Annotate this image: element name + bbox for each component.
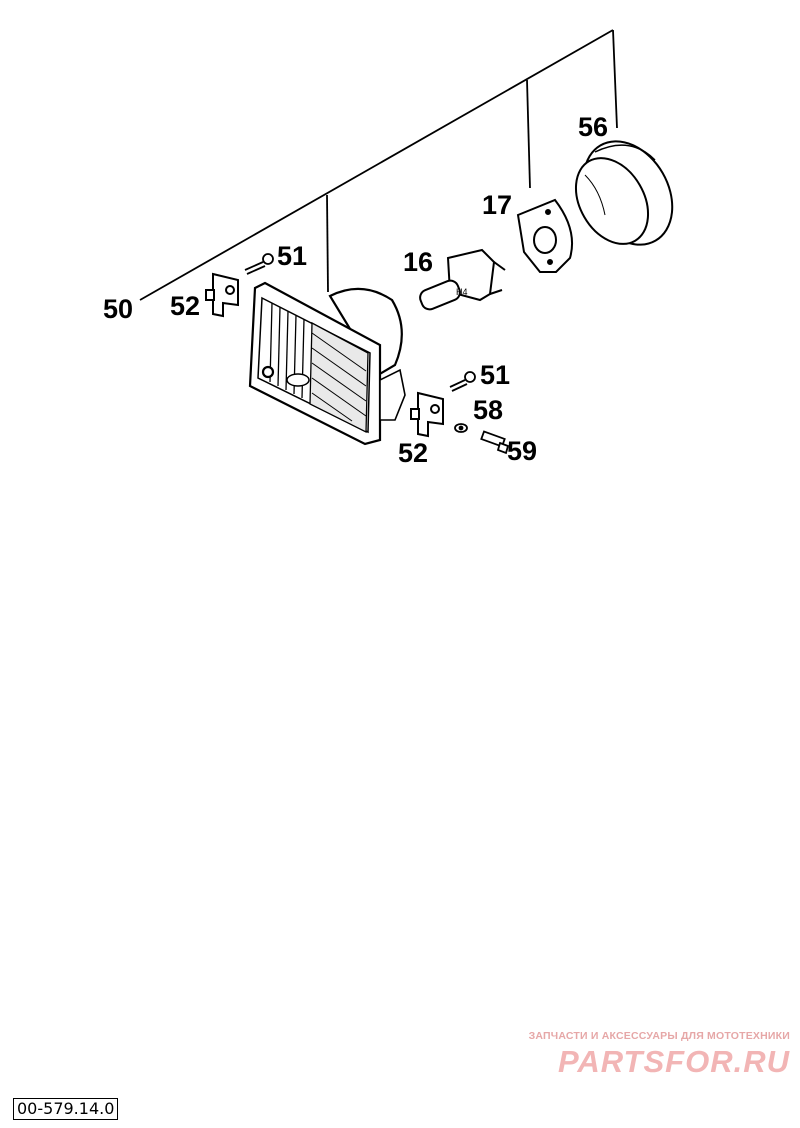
upper-bracket-part bbox=[205, 272, 239, 318]
washer-part bbox=[454, 423, 468, 433]
callout-50: 50 bbox=[103, 294, 133, 324]
bulb-part: H4 bbox=[419, 248, 506, 311]
callout-56: 56 bbox=[578, 112, 608, 142]
callout-59: 59 bbox=[507, 436, 537, 466]
callout-52-upper: 52 bbox=[170, 291, 200, 321]
adjusting-screw-part bbox=[480, 430, 510, 455]
watermark-brand: PARTSFOR.RU bbox=[557, 1044, 790, 1079]
rubber-cap-part bbox=[574, 140, 674, 246]
lower-screw-part bbox=[449, 371, 476, 392]
bulb-holder-ring-part bbox=[516, 198, 574, 273]
callout-17: 17 bbox=[482, 190, 512, 220]
watermark: ЗАПЧАСТИ И АКСЕССУАРЫ ДЛЯ МОТОТЕХНИКИ PA… bbox=[470, 1030, 790, 1080]
headlight-assembly-part bbox=[248, 281, 406, 446]
callout-51-upper: 51 bbox=[277, 241, 307, 271]
callout-labels: 50 51 52 16 17 56 51 58 59 52 bbox=[103, 112, 608, 468]
lower-bracket-part bbox=[410, 391, 444, 438]
upper-screw-part bbox=[244, 253, 274, 275]
callout-58: 58 bbox=[473, 395, 503, 425]
leader-lines bbox=[139, 29, 618, 301]
callout-51-lower: 51 bbox=[480, 360, 510, 390]
drawing-number: 00-579.14.0 bbox=[13, 1098, 119, 1120]
svg-text:H4: H4 bbox=[456, 287, 468, 297]
watermark-tagline: ЗАПЧАСТИ И АКСЕССУАРЫ ДЛЯ МОТОТЕХНИКИ bbox=[528, 1030, 790, 1042]
callout-16: 16 bbox=[403, 247, 433, 277]
callout-52-lower: 52 bbox=[398, 438, 428, 468]
